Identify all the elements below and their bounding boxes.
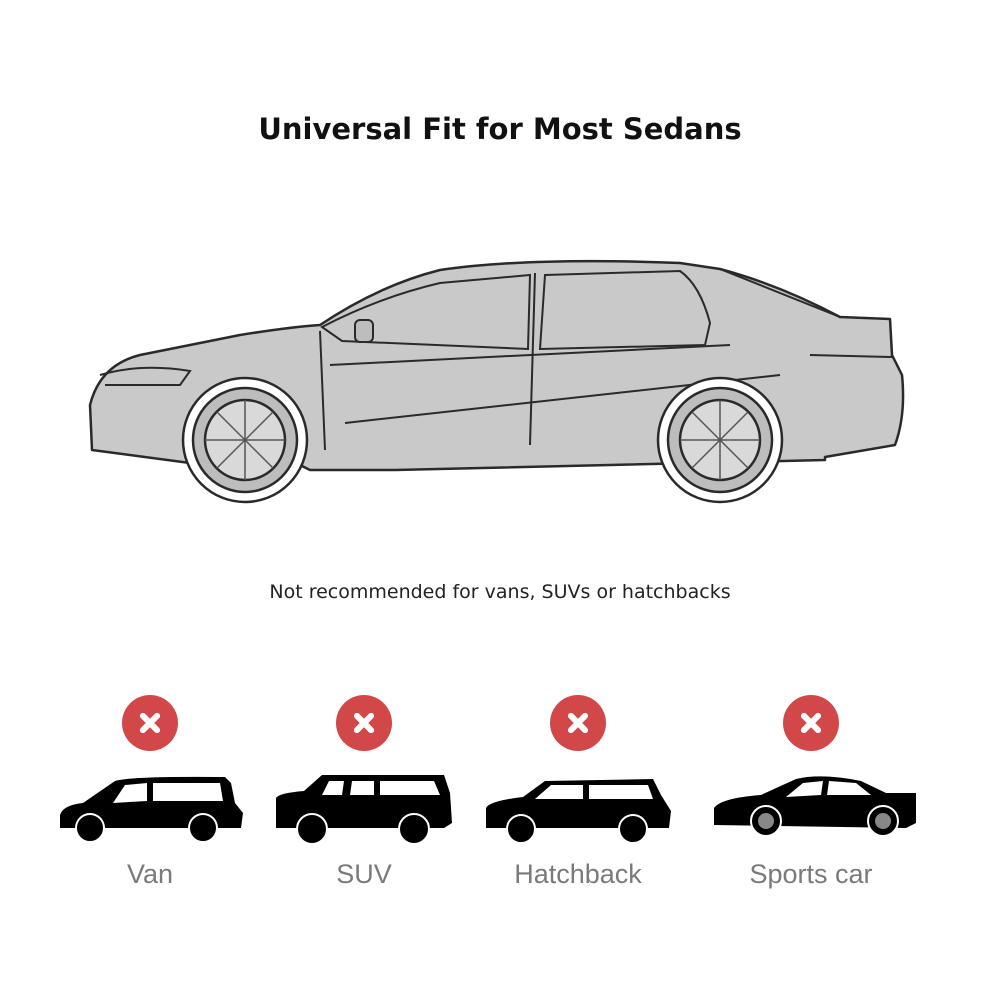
vehicle-hatchback: Hatchback — [478, 695, 678, 890]
vehicle-label: SUV — [336, 859, 392, 889]
sedan-illustration — [88, 259, 905, 504]
cross-icon — [783, 695, 839, 751]
vehicle-label: Van — [126, 859, 174, 889]
hatchback-silhouette-icon — [486, 779, 671, 843]
vehicle-label: Sports car — [749, 859, 873, 889]
vehicle-label: Hatchback — [514, 859, 642, 889]
vehicle-sports-car: Sports car — [711, 695, 916, 890]
sports-car-silhouette-icon — [714, 776, 916, 837]
compatibility-note: Not recommended for vans, SUVs or hatchb… — [269, 581, 731, 603]
cross-icon — [336, 695, 392, 751]
vehicle-van: Van — [50, 695, 250, 890]
vehicle-suv: SUV — [264, 695, 464, 890]
cross-icon — [122, 695, 178, 751]
cross-icon — [550, 695, 606, 751]
suv-silhouette-icon — [276, 775, 452, 843]
page-title: Universal Fit for Most Sedans — [258, 112, 742, 146]
van-silhouette-icon — [60, 776, 243, 843]
